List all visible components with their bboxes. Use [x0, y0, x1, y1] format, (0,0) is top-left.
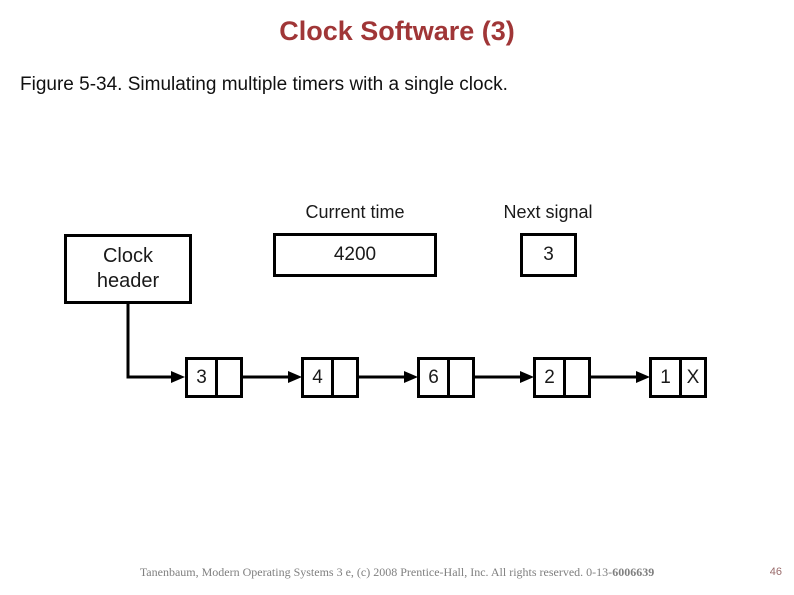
node-pointer: X [678, 360, 704, 395]
current-time-box: 4200 [273, 233, 437, 277]
current-time-label: Current time [305, 202, 405, 222]
list-node: 6 [417, 357, 475, 398]
footer-attribution: Tanenbaum, Modern Operating Systems 3 e,… [0, 565, 794, 580]
list-node: 3 [185, 357, 243, 398]
node-value: 4 [312, 366, 323, 388]
node-value: 2 [544, 366, 555, 388]
node-value: 6 [428, 366, 439, 388]
list-node: 2 [533, 357, 591, 398]
figure-caption: Figure 5-34. Simulating multiple timers … [20, 74, 508, 95]
footer-attribution-text: Tanenbaum, Modern Operating Systems 3 e,… [139, 565, 613, 579]
node-value: 3 [196, 366, 207, 388]
next-signal-box: 3 [520, 233, 577, 277]
node-value: 1 [660, 366, 671, 388]
current-time-value: 4200 [333, 244, 377, 265]
clock-header-label: Clock header [96, 245, 160, 292]
node-pointer [446, 360, 472, 395]
page-title: Clock Software (3) [279, 16, 515, 46]
footer-isbn: 6006639 [612, 565, 655, 579]
next-signal-label: Next signal [503, 202, 593, 222]
clock-header-box: Clock header [64, 234, 192, 304]
next-signal-value: 3 [543, 244, 554, 265]
timer-list-diagram: Clock header Current time 4200 Next sign… [64, 202, 707, 398]
list-node: 4 [301, 357, 359, 398]
page-number: 46 [769, 566, 782, 578]
list-node: 1 X [649, 357, 707, 398]
node-pointer [330, 360, 356, 395]
node-pointer [562, 360, 588, 395]
node-pointer [214, 360, 240, 395]
